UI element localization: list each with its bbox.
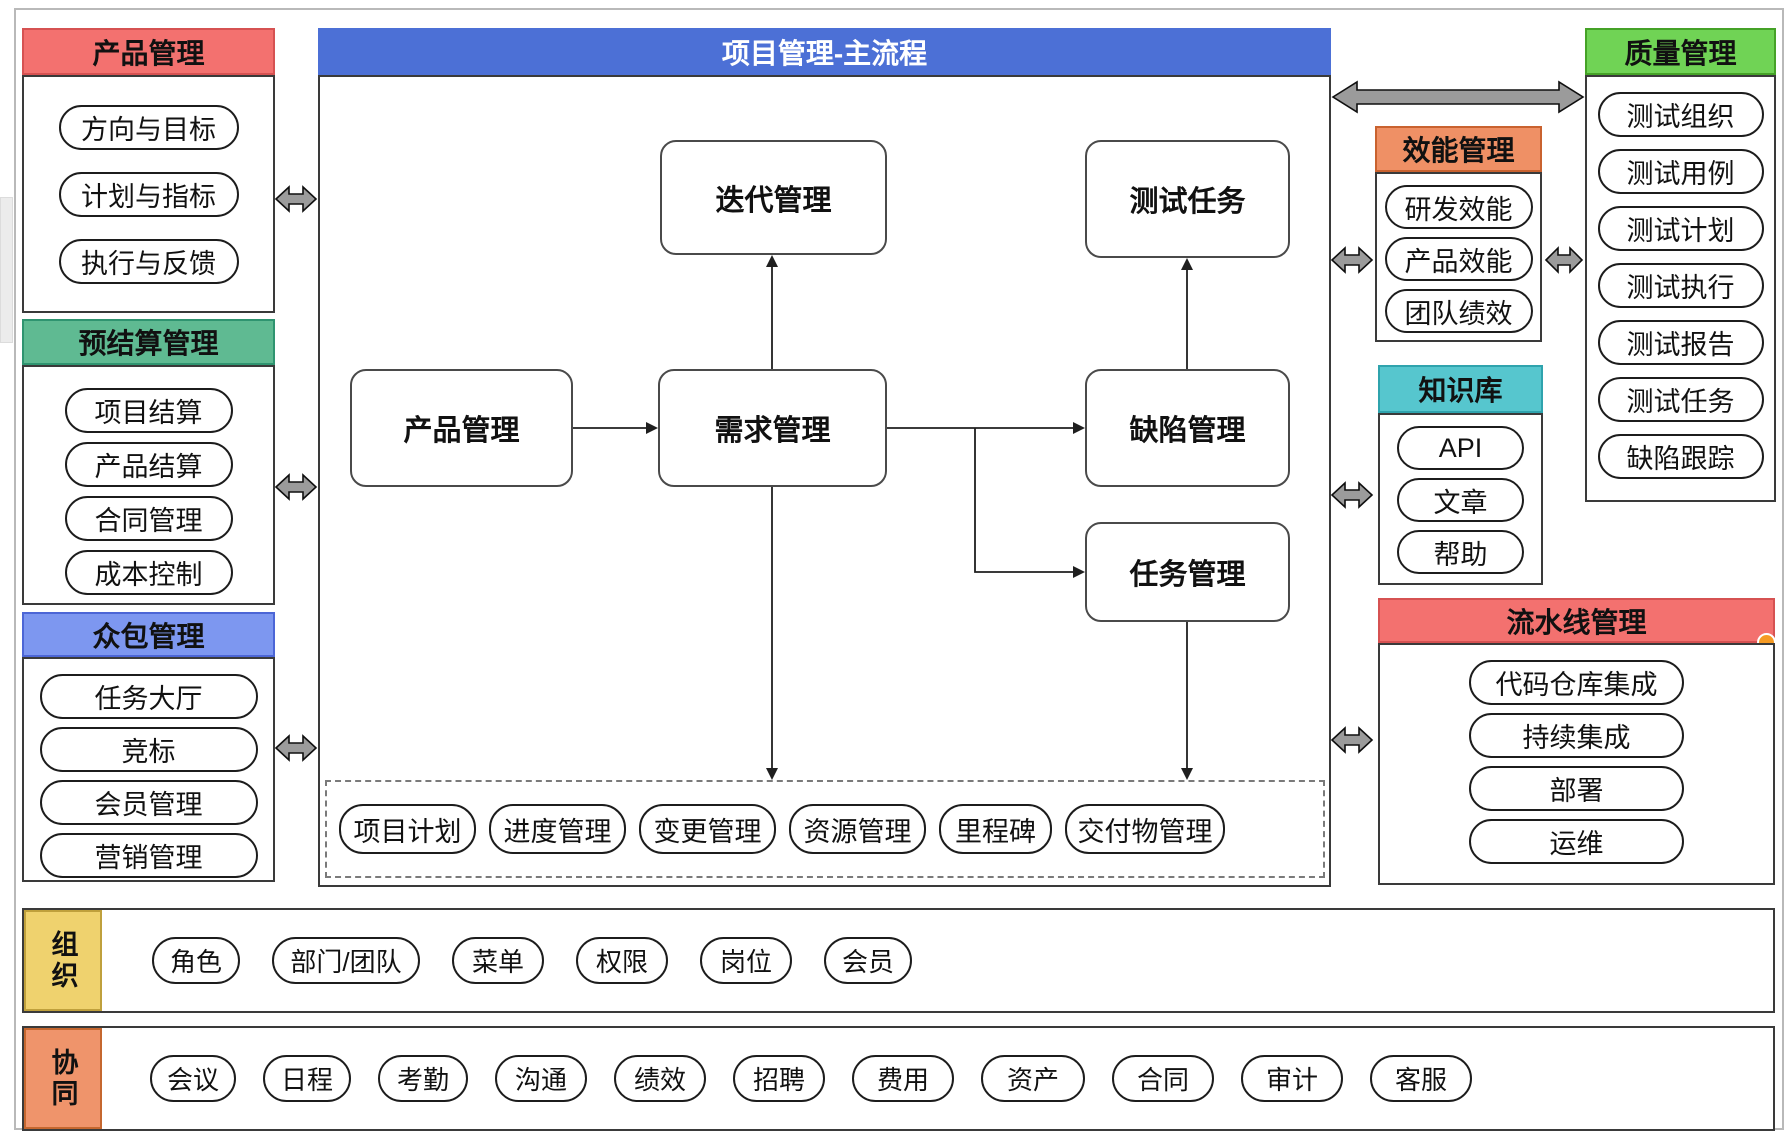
node-defect-mgmt: 缺陷管理	[1085, 369, 1290, 487]
list-item: 菜单	[452, 937, 544, 984]
node-requirement-mgmt: 需求管理	[658, 369, 887, 487]
list-item: 审计	[1241, 1055, 1343, 1102]
list-item: 交付物管理	[1065, 804, 1225, 854]
list-item: 费用	[852, 1055, 954, 1102]
list-item: 考勤	[378, 1055, 468, 1102]
list-item: 测试报告	[1597, 320, 1764, 365]
organization-bar: 组织 角色 部门/团队 菜单 权限 岗位 会员	[22, 908, 1775, 1013]
list-item: 研发效能	[1384, 185, 1533, 229]
list-item: 缺陷跟踪	[1597, 434, 1764, 479]
list-item: 竞标	[39, 727, 258, 772]
list-item: 持续集成	[1469, 713, 1684, 758]
list-item: 会员管理	[39, 780, 258, 825]
quality-mgmt-header: 质量管理	[1585, 28, 1776, 75]
performance-mgmt-body: 研发效能 产品效能 团队绩效	[1375, 172, 1542, 342]
left-edge-artifact	[0, 197, 13, 343]
list-item: 部署	[1469, 766, 1684, 811]
list-item: 会员	[824, 937, 912, 984]
list-item: 进度管理	[489, 804, 626, 854]
list-item: 执行与反馈	[58, 239, 239, 284]
budget-mgmt-group-header: 预结算管理	[22, 319, 275, 365]
list-item: 沟通	[495, 1055, 587, 1102]
product-mgmt-group-body: 方向与目标 计划与指标 执行与反馈	[22, 75, 275, 313]
node-iteration-mgmt: 迭代管理	[660, 140, 887, 255]
list-item: 日程	[263, 1055, 351, 1102]
list-item: 测试计划	[1597, 206, 1764, 251]
pipeline-mgmt-body: 代码仓库集成 持续集成 部署 运维	[1378, 643, 1775, 885]
list-item: 绩效	[614, 1055, 706, 1102]
list-item: 会议	[150, 1055, 236, 1102]
list-item: 成本控制	[64, 550, 233, 595]
list-item: 帮助	[1397, 530, 1524, 574]
list-item: 测试任务	[1597, 377, 1764, 422]
main-flow-header: 项目管理-主流程	[318, 28, 1331, 75]
list-item: 里程碑	[939, 804, 1052, 854]
list-item: 权限	[576, 937, 668, 984]
crowdsourcing-group-body: 任务大厅 竞标 会员管理 营销管理	[22, 657, 275, 882]
list-item: 变更管理	[639, 804, 776, 854]
list-item: 方向与目标	[58, 105, 239, 150]
list-item: 任务大厅	[39, 674, 258, 719]
list-item: 项目计划	[339, 804, 476, 854]
performance-mgmt-header: 效能管理	[1375, 126, 1542, 172]
node-test-task: 测试任务	[1085, 140, 1290, 258]
list-item: 计划与指标	[58, 172, 239, 217]
collaboration-bar: 协同 会议 日程 考勤 沟通 绩效 招聘 费用 资产 合同 审计 客服	[22, 1026, 1775, 1131]
collaboration-bar-items: 会议 日程 考勤 沟通 绩效 招聘 费用 资产 合同 审计 客服	[124, 1028, 1472, 1129]
list-item: 测试执行	[1597, 263, 1764, 308]
list-item: 营销管理	[39, 833, 258, 878]
collaboration-bar-label: 协同	[24, 1028, 102, 1129]
project-mgmt-sub-functions: 项目计划 进度管理 变更管理 资源管理 里程碑 交付物管理	[325, 780, 1325, 878]
product-mgmt-group-header: 产品管理	[22, 28, 275, 75]
list-item: 测试用例	[1597, 149, 1764, 194]
list-item: 招聘	[733, 1055, 825, 1102]
budget-mgmt-group-body: 项目结算 产品结算 合同管理 成本控制	[22, 365, 275, 605]
list-item: API	[1397, 426, 1524, 470]
list-item: 客服	[1370, 1055, 1472, 1102]
knowledge-base-body: API 文章 帮助	[1378, 413, 1543, 585]
organization-bar-label: 组织	[24, 910, 102, 1011]
list-item: 代码仓库集成	[1469, 660, 1684, 705]
list-item: 合同	[1112, 1055, 1214, 1102]
list-item: 运维	[1469, 819, 1684, 864]
list-item: 产品效能	[1384, 237, 1533, 281]
list-item: 项目结算	[64, 388, 233, 433]
list-item: 合同管理	[64, 496, 233, 541]
knowledge-base-header: 知识库	[1378, 365, 1543, 413]
list-item: 岗位	[700, 937, 792, 984]
pipeline-mgmt-header: 流水线管理	[1378, 598, 1775, 643]
node-product-mgmt: 产品管理	[350, 369, 573, 487]
crowdsourcing-group-header: 众包管理	[22, 612, 275, 657]
list-item: 资产	[981, 1055, 1085, 1102]
organization-bar-items: 角色 部门/团队 菜单 权限 岗位 会员	[124, 910, 912, 1011]
node-task-mgmt: 任务管理	[1085, 522, 1290, 622]
list-item: 团队绩效	[1384, 289, 1533, 333]
list-item: 产品结算	[64, 442, 233, 487]
list-item: 文章	[1397, 478, 1524, 522]
list-item: 角色	[152, 937, 240, 984]
list-item: 测试组织	[1597, 92, 1764, 137]
list-item: 资源管理	[789, 804, 926, 854]
list-item: 部门/团队	[272, 937, 420, 984]
quality-mgmt-body: 测试组织 测试用例 测试计划 测试执行 测试报告 测试任务 缺陷跟踪	[1585, 75, 1776, 502]
